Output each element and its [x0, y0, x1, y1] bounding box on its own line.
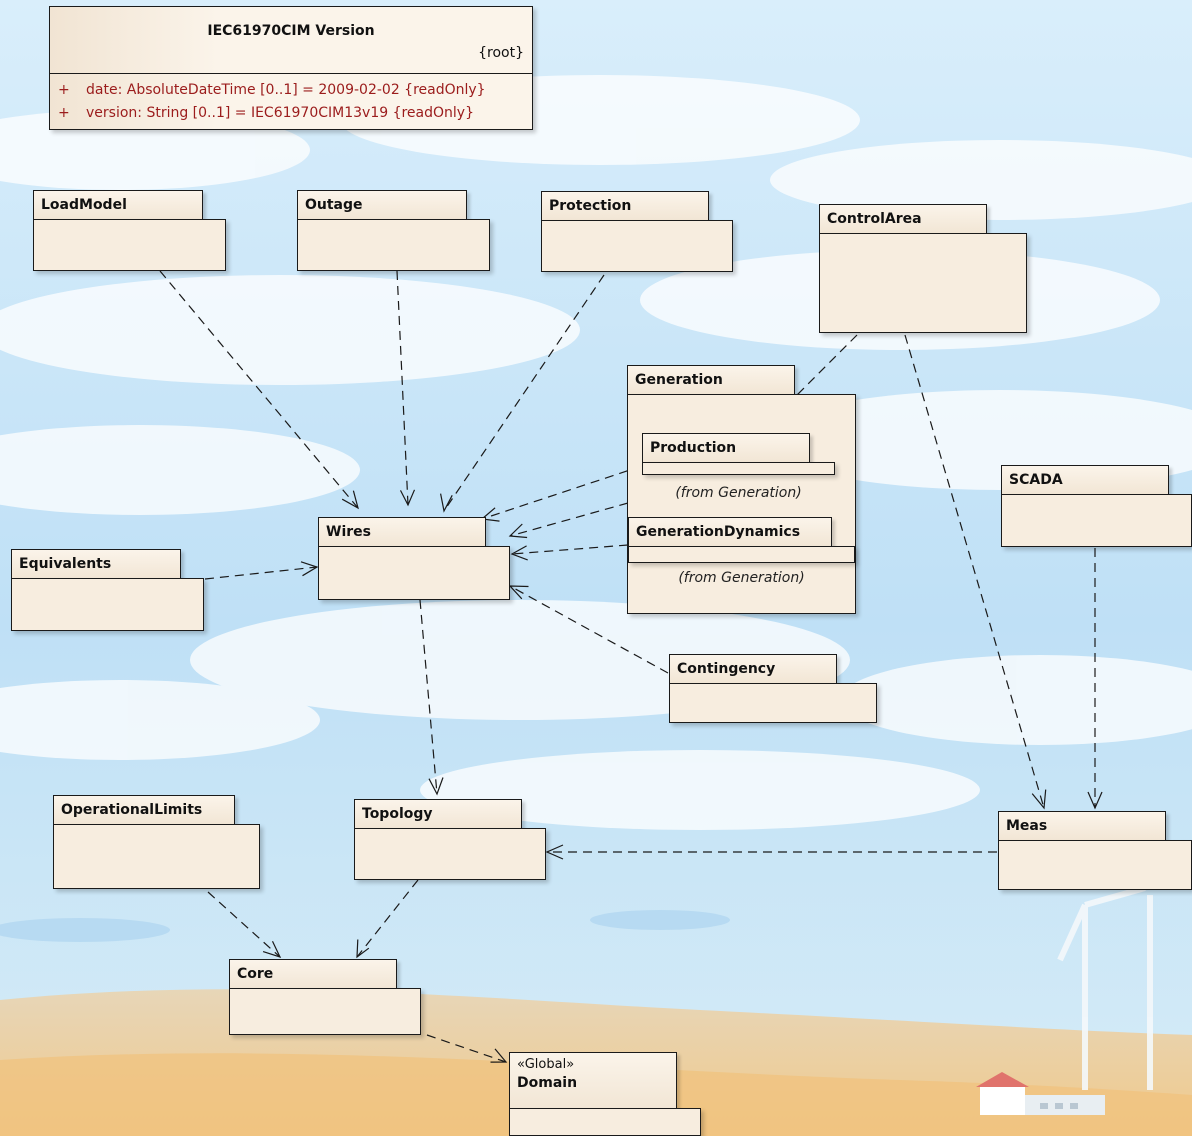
package-body: [33, 219, 226, 271]
dependency-contingency-wires: [509, 585, 669, 674]
arrowhead-wires-topology: [428, 777, 444, 796]
package-body: [509, 1108, 701, 1136]
package-tab: Core: [229, 959, 397, 989]
attribute-version: +version: String [0..1] = IEC61970CIM13v…: [58, 105, 474, 121]
package-tab: Wires: [318, 517, 486, 547]
package-tab: Protection: [541, 191, 709, 221]
arrowhead-equivalents-wires: [300, 561, 319, 577]
package-body: [1001, 494, 1192, 547]
class-iec61970cim-version[interactable]: IEC61970CIM Version {root} +date: Absolu…: [49, 6, 533, 130]
package-topology[interactable]: Topology: [354, 799, 546, 880]
package-meas[interactable]: Meas: [998, 811, 1192, 890]
package-body: [11, 578, 204, 631]
domain-stereotype: «Global»: [517, 1057, 575, 1072]
package-body: [819, 233, 1027, 333]
class-separator: [50, 73, 532, 74]
package-core[interactable]: Core: [229, 959, 421, 1035]
package-controlarea[interactable]: ControlArea: [819, 204, 1027, 333]
package-tab: Equivalents: [11, 549, 181, 579]
arrowhead-controlarea-meas: [1031, 789, 1047, 810]
package-loadmodel[interactable]: LoadModel: [33, 190, 226, 271]
dependency-outage-wires: [396, 270, 409, 506]
arrowhead-meas-topology: [545, 844, 564, 860]
dependency-wires-topology: [419, 599, 438, 795]
dependency-equivalents-wires: [204, 566, 318, 580]
package-body: [318, 546, 510, 600]
package-tab: OperationalLimits: [53, 795, 235, 825]
package-tab: Contingency: [669, 654, 837, 684]
arrowhead-outage-wires: [399, 489, 416, 507]
package-body: [998, 840, 1192, 890]
package-tab: LoadModel: [33, 190, 203, 220]
arrowhead-loadmodel-wires: [341, 490, 359, 510]
dependency-protection-wires: [443, 274, 605, 512]
package-tab: Meas: [998, 811, 1166, 841]
package-outage[interactable]: Outage: [297, 190, 490, 271]
package-tab: Production: [642, 433, 810, 463]
dependency-controlarea-meas: [904, 334, 1045, 809]
arrowhead-protection-wires: [440, 493, 453, 513]
arrowhead-core-domain: [490, 1048, 508, 1063]
class-tag-root: {root}: [478, 45, 524, 61]
dependency-operationallimits-core: [207, 891, 281, 958]
arrowhead-scada-meas: [1087, 791, 1103, 810]
package-generationdynamics[interactable]: GenerationDynamics (from Generation): [628, 517, 855, 586]
package-tab: «Global» Domain: [509, 1052, 677, 1109]
package-body: [354, 828, 546, 880]
package-tab: SCADA: [1001, 465, 1169, 495]
package-protection[interactable]: Protection: [541, 191, 733, 272]
domain-name: Domain: [517, 1075, 578, 1091]
package-production[interactable]: Production (from Generation): [642, 433, 835, 501]
package-body: [297, 219, 490, 271]
from-generation-label: (from Generation): [675, 485, 802, 501]
package-operationallimits[interactable]: OperationalLimits: [53, 795, 260, 889]
arrowhead-contingency-wires: [508, 585, 529, 600]
dependency-topology-core: [356, 879, 419, 958]
package-contingency[interactable]: Contingency: [669, 654, 877, 723]
arrowhead-generationdynamics-wires-1: [508, 523, 528, 539]
package-equivalents[interactable]: Equivalents: [11, 549, 204, 631]
dependency-loadmodel-wires: [159, 270, 359, 509]
package-tab: Outage: [297, 190, 467, 220]
package-tab: Generation: [627, 365, 795, 395]
package-body: [628, 546, 855, 563]
dependency-controlarea-production: [759, 334, 858, 433]
package-scada[interactable]: SCADA: [1001, 465, 1192, 547]
package-body: [642, 462, 835, 475]
dependency-generationdynamics-wires-1: [509, 502, 629, 537]
dependency-generationdynamics-wires-2: [511, 544, 629, 555]
package-body: [229, 988, 421, 1035]
package-body: [669, 683, 877, 723]
package-domain[interactable]: «Global» Domain: [509, 1052, 701, 1136]
arrowhead-operationallimits-core: [262, 940, 282, 958]
package-generation[interactable]: Generation: [627, 365, 856, 614]
class-name: IEC61970CIM Version: [207, 23, 375, 39]
package-wires[interactable]: Wires: [318, 517, 510, 600]
dependency-core-domain: [426, 1034, 507, 1063]
package-tab: GenerationDynamics: [628, 517, 832, 547]
dependency-production-wires: [481, 465, 643, 520]
package-body: [627, 394, 856, 614]
attribute-date: +date: AbsoluteDateTime [0..1] = 2009-02…: [58, 82, 486, 98]
package-body: [53, 824, 260, 889]
arrowhead-topology-core: [356, 939, 370, 959]
package-body: [541, 220, 733, 272]
from-generation-label: (from Generation): [678, 570, 805, 586]
package-tab: Topology: [354, 799, 522, 829]
arrowhead-generationdynamics-wires-2: [510, 545, 528, 561]
package-tab: ControlArea: [819, 204, 987, 234]
